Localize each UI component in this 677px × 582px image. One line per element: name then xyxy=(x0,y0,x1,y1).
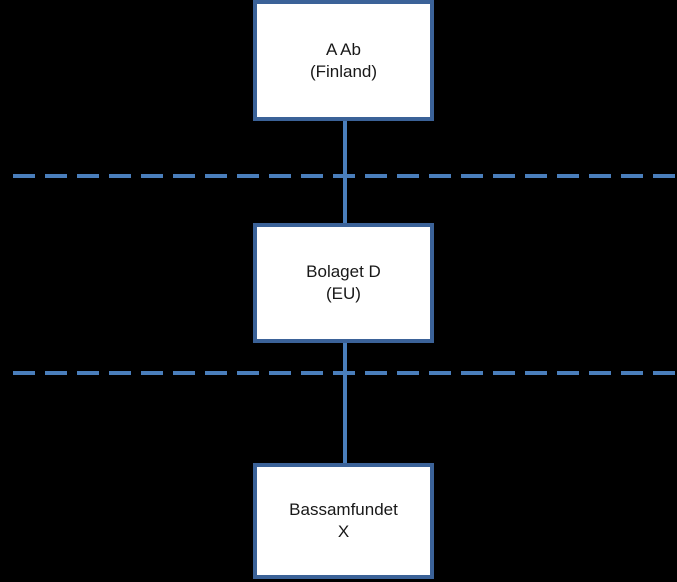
divider-lower-dashed-line xyxy=(13,371,677,375)
node-box-bolaget-d[interactable]: Bolaget D (EU) xyxy=(253,223,434,343)
connector-a-ab-to-bolaget-d xyxy=(343,118,347,226)
node-box-bassamfundet-x[interactable]: Bassamfundet X xyxy=(253,463,434,579)
connector-bolaget-d-to-bassamfundet-x xyxy=(343,341,347,466)
node-label-a-ab: A Ab (Finland) xyxy=(309,39,378,81)
node-label-bassamfundet-x: Bassamfundet X xyxy=(289,500,398,541)
node-label-bolaget-d: Bolaget D (EU) xyxy=(306,262,381,303)
node-box-a-ab[interactable]: A Ab (Finland) xyxy=(253,0,434,121)
divider-upper-dashed-line xyxy=(13,174,677,178)
